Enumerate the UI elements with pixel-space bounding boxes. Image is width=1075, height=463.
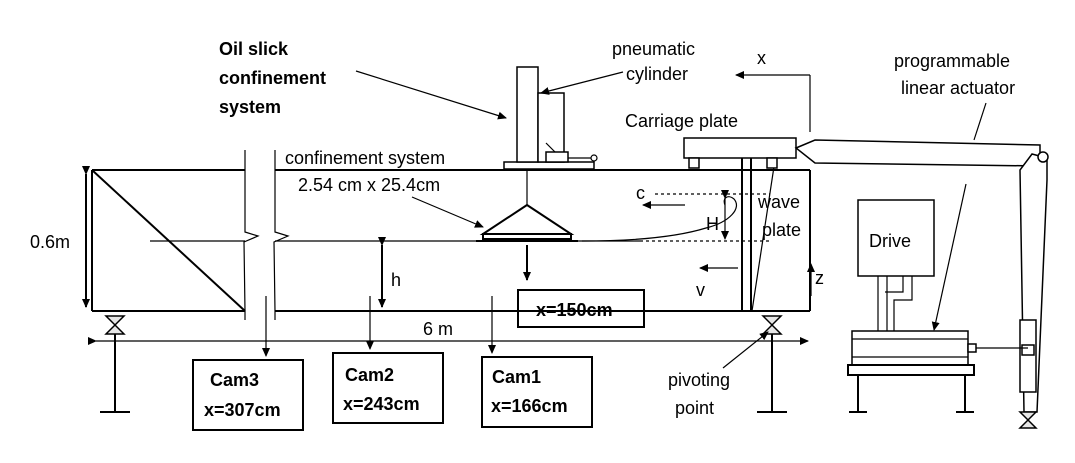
wave-plate-label-2: plate (762, 220, 801, 240)
carriage-plate (683, 137, 797, 169)
position-box-label: x=150cm (536, 300, 613, 320)
wave-height-label: H (706, 214, 719, 234)
z-axis-label: z (815, 268, 824, 288)
camera-cam3: Cam3 x=307cm (192, 296, 304, 431)
cam1-name: Cam1 (492, 367, 541, 387)
tank-length-dimension: 6 m (88, 319, 809, 345)
velocity-label: v (696, 280, 705, 300)
linear-actuator (794, 139, 1049, 429)
wave-plate-label-1: wave (757, 192, 800, 212)
actuator-label-1: programmable (894, 51, 1010, 71)
pneumatic-cylinder (503, 66, 598, 170)
depth-dimension: 0.6m (30, 166, 90, 308)
drive-unit: Drive (857, 199, 935, 331)
water-depth-dimension: h (378, 237, 401, 308)
camera-cam1: Cam1 x=166cm (481, 296, 593, 428)
wave-tank (91, 150, 811, 320)
confinement-system (476, 168, 578, 281)
cam1-position: x=166cm (491, 396, 568, 416)
x-axis: x (735, 48, 811, 132)
position-box: x=150cm (517, 289, 645, 328)
water-depth-label: h (391, 270, 401, 290)
cam2-name: Cam2 (345, 365, 394, 385)
tank-length-label: 6 m (423, 319, 453, 339)
depth-total-label: 0.6m (30, 232, 70, 252)
camera-cam2: Cam2 x=243cm (332, 296, 444, 424)
pivot-label-1: pivoting (668, 370, 730, 390)
system-title-1: Oil slick (219, 39, 289, 59)
cam2-position: x=243cm (343, 394, 420, 414)
pneumatic-label-1: pneumatic (612, 39, 695, 59)
confinement-size-label: 2.54 cm x 25.4cm (298, 175, 440, 195)
carriage-label: Carriage plate (625, 111, 738, 131)
drive-table (847, 330, 1028, 413)
system-title-3: system (219, 97, 281, 117)
drive-label: Drive (869, 231, 911, 251)
celerity-label: c (636, 183, 645, 203)
system-title-2: confinement (219, 68, 326, 88)
actuator-label-2: linear actuator (901, 78, 1015, 98)
tank-supports (100, 315, 787, 413)
x-axis-label: x (757, 48, 766, 68)
pivot-label-2: point (675, 398, 714, 418)
z-axis: z (807, 263, 824, 296)
pneumatic-label-2: cylinder (626, 64, 688, 84)
cam3-name: Cam3 (210, 370, 259, 390)
confinement-label: confinement system (285, 148, 445, 168)
wave: c H v (581, 183, 770, 300)
cam3-position: x=307cm (204, 400, 281, 420)
wave-plate: wave plate (741, 158, 801, 312)
